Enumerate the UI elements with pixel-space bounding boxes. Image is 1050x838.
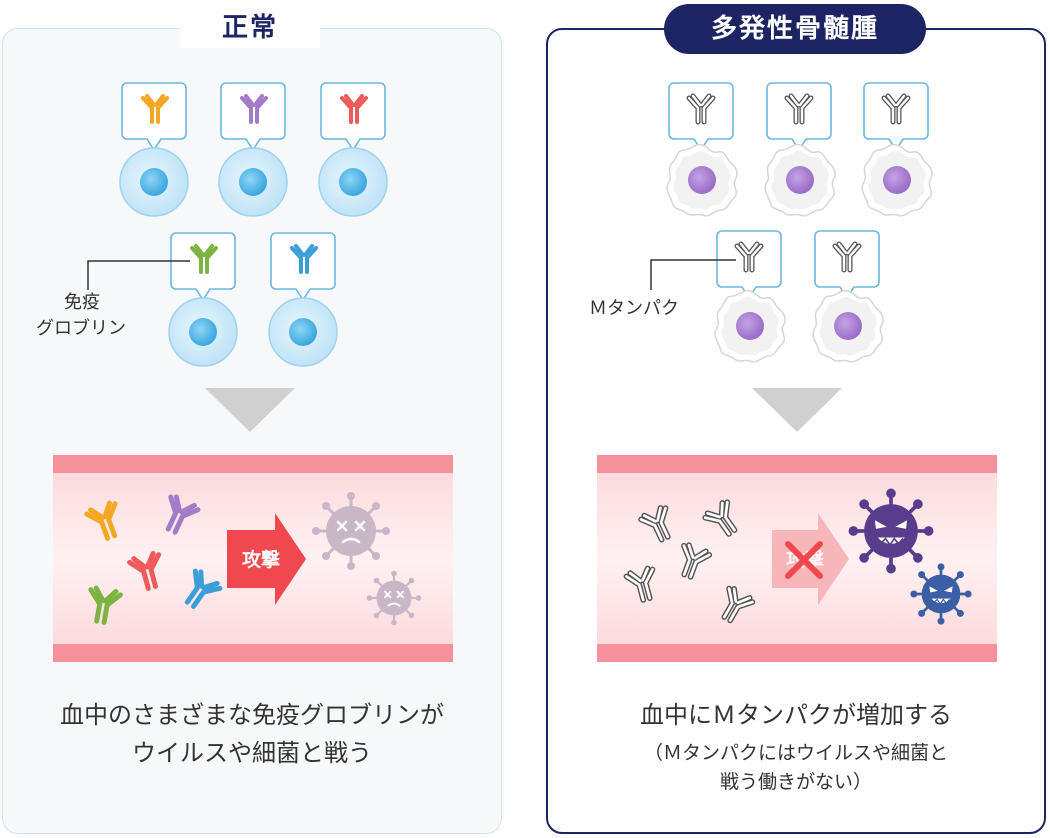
normal-cell-top-3 (318, 82, 388, 217)
attack-arrow (227, 513, 306, 605)
myeloma-blood-vessel (597, 455, 997, 662)
immunoglobulin-label-line1: 免疫 (64, 292, 100, 313)
myeloma-caption: 血中にＭタンパクが増加する (640, 701, 952, 729)
normal-cell-top-1 (119, 82, 189, 217)
blocked-attack-arrow (772, 513, 849, 605)
normal-caption-line1: 血中のさまざまな免疫グロブリンが (60, 701, 444, 729)
cross-icon (785, 541, 823, 579)
virus-pale-small (365, 569, 423, 627)
virus-pale-large (310, 490, 392, 572)
virus-angry-blue (909, 562, 973, 626)
attack-label-normal: 攻撃 (242, 548, 280, 571)
normal-down-arrow (205, 388, 295, 432)
immunoglobulin-leader-line (87, 260, 190, 290)
myeloma-cell-bottom-2 (812, 230, 884, 363)
normal-cell-top-2 (218, 82, 288, 217)
normal-cell-bottom-1 (168, 232, 238, 367)
myeloma-cell-top-1 (666, 82, 738, 217)
myeloma-cell-top-3 (861, 82, 933, 217)
m-protein-label: Ｍタンパク (589, 298, 679, 319)
normal-cell-bottom-2 (268, 232, 338, 367)
virus-angry-purple (846, 486, 936, 576)
myeloma-caption-sub-line1: （Ｍタンパクにはウイルスや細菌と (643, 742, 948, 764)
myeloma-cell-bottom-1 (714, 230, 786, 363)
normal-title: 正常 (180, 8, 320, 48)
normal-caption-line2: ウイルスや細菌と戦う (132, 739, 372, 767)
myeloma-cell-top-2 (764, 82, 836, 217)
immunoglobulin-label-line2: グロブリン (36, 318, 126, 339)
myeloma-down-arrow (752, 388, 842, 432)
myeloma-caption-sub-line2: 戦う働きがない） (719, 771, 872, 793)
multiple-myeloma-title: 多発性骨髄腫 (664, 4, 926, 54)
m-protein-leader-line (650, 259, 736, 290)
